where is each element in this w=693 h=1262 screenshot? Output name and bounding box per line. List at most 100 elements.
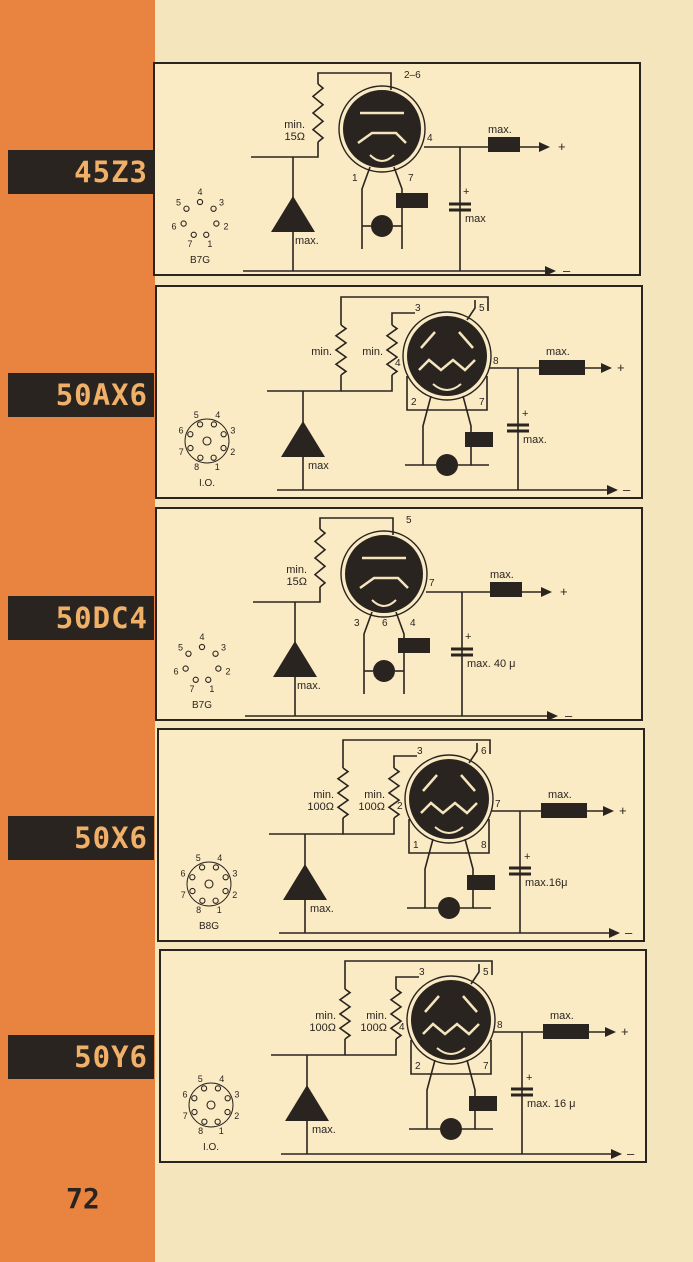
socket-pin-label: 8 [194, 462, 199, 472]
plus-label: + [560, 584, 568, 599]
socket-pin-label: 3 [221, 643, 226, 653]
tube-envelope [343, 90, 421, 168]
output-current: 2 x 75 [552, 1027, 580, 1038]
socket-pin [214, 1085, 222, 1092]
socket-pin [191, 1108, 198, 1116]
resistor-b [387, 767, 401, 819]
tube-anode-left [420, 331, 436, 349]
resistor-top-wire [317, 72, 392, 90]
socket-type-label: I.O. [203, 1142, 219, 1153]
socket-pin-label: 1 [219, 1126, 224, 1136]
heater-voltage-disc [371, 215, 393, 237]
socket-pin-label: 7 [181, 890, 186, 900]
tube-outer-ring [340, 530, 428, 618]
output-current-box [488, 137, 520, 152]
cap-label: max. [523, 434, 547, 446]
socket-pin-label: 3 [219, 198, 224, 208]
heater-voltage-disc [438, 897, 460, 919]
input-wire [251, 142, 319, 158]
pin-label-heater-right: 7 [408, 173, 414, 184]
socket-pin-label: 2 [225, 666, 230, 676]
filament-current-box [398, 638, 430, 653]
socket-pin [212, 650, 219, 657]
heater-voltage: 50 [445, 1125, 457, 1136]
output-current: 100 [498, 585, 515, 596]
socket-pin-label: 7 [183, 1111, 188, 1121]
heater-wire-left [426, 1059, 440, 1130]
anode-right-lead [468, 743, 478, 764]
pin-label-grid: 4 [399, 1022, 405, 1033]
resistor-b-bottom-wire [343, 818, 395, 835]
resistor-a-label: min. [315, 1010, 336, 1022]
socket-pin [212, 897, 219, 904]
resistor-value-label: 15Ω [287, 576, 307, 588]
socket-type-label: B7G [190, 255, 210, 266]
supply-voltage-marker-shape [281, 421, 325, 457]
pin-label-anode-right: 5 [483, 967, 489, 978]
cap-label: max [465, 213, 486, 225]
output-max-label: max. [490, 569, 514, 581]
socket-pin-label: 7 [188, 239, 193, 249]
socket-pin [183, 205, 190, 212]
output-arrow [605, 1027, 616, 1037]
pin-label-anode-left: 3 [415, 303, 421, 314]
socket-pin [220, 431, 227, 438]
pin-label-anode-right: 5 [479, 303, 485, 314]
tube-label-50ax6: 50AX6 [8, 373, 154, 417]
ground-arrow [545, 266, 556, 274]
output-current: 65 [498, 140, 510, 151]
output-arrow [539, 142, 550, 152]
supply-voltage-marker: 117 [285, 216, 302, 227]
heater-voltage-disc [436, 454, 458, 476]
socket-pin-label: 8 [198, 1126, 203, 1136]
tube-heater [434, 826, 464, 834]
resistor-top-wire [319, 517, 394, 535]
socket-pin [198, 643, 206, 651]
socket-pin [220, 444, 227, 452]
tube-envelope [345, 535, 423, 613]
output-current-box [490, 582, 522, 597]
ground-arrow [547, 711, 558, 719]
filament-current-box [396, 193, 428, 208]
socket-pin-label: 5 [196, 853, 201, 863]
socket-pin-label: 7 [190, 684, 195, 694]
pin-label-heater-left: 2 [411, 397, 417, 408]
socket-pin [210, 205, 217, 212]
socket-pin [205, 676, 212, 683]
supply-voltage-marker-shape [283, 864, 327, 900]
socket-pin-label: 4 [197, 187, 202, 197]
cap-plus-label: + [526, 1072, 532, 1084]
ground-arrow [607, 485, 618, 495]
resistor-b [385, 324, 399, 376]
socket-pin-label: 3 [234, 1089, 239, 1099]
socket-pin-label: 8 [196, 905, 201, 915]
tube-anode-left [422, 774, 438, 792]
socket-pin-label: 5 [194, 410, 199, 420]
socket-pin [224, 1108, 231, 1116]
resistor-b-top-wire [391, 312, 415, 325]
supply-voltage-label: max. [295, 235, 319, 247]
anode-right-lead [470, 964, 480, 985]
socket-pin [213, 220, 220, 227]
plus-label: + [621, 1024, 629, 1039]
socket-pin-label: 6 [171, 221, 176, 231]
filament-current: 0,15 [473, 1099, 493, 1110]
socket-key [202, 436, 212, 446]
supply-voltage-label: max. [312, 1124, 336, 1136]
socket-pin-label: 5 [178, 643, 183, 653]
socket-ring [188, 1082, 234, 1128]
ground-arrow [609, 928, 620, 938]
pin-label-output: 8 [497, 1020, 503, 1031]
socket-pin [187, 431, 194, 438]
cathode-bond [406, 376, 488, 411]
socket-pin-label: 1 [207, 239, 212, 249]
pin-label-anode-left: 3 [417, 746, 423, 757]
pin-label-heater-right: 4 [410, 618, 416, 629]
tube-cathode [357, 131, 407, 145]
socket-key [204, 879, 214, 889]
filament-current: 0,15 [471, 878, 491, 889]
